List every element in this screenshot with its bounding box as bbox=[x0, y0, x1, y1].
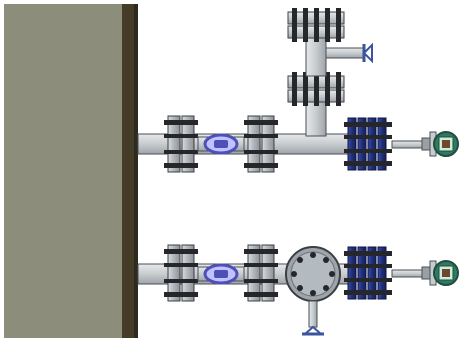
drain-valve bbox=[302, 300, 324, 336]
branch-pipe bbox=[305, 37, 327, 77]
upper-valve-manifold bbox=[344, 117, 392, 171]
branch-flange-pair-lower bbox=[287, 72, 345, 106]
lower-impulse-line bbox=[391, 269, 425, 278]
upper-ball-valve bbox=[197, 133, 245, 155]
upper-impulse-line bbox=[391, 140, 425, 149]
lower-transmitter bbox=[421, 260, 459, 286]
branch-flange-pair-top bbox=[287, 8, 345, 42]
lower-line bbox=[137, 244, 459, 336]
lower-flange-pair-2 bbox=[244, 244, 278, 302]
upper-transmitter bbox=[421, 131, 459, 157]
vessel-wall bbox=[4, 4, 138, 338]
lower-flange-pair-1 bbox=[164, 244, 198, 302]
upper-flange-pair-2 bbox=[244, 115, 278, 173]
lower-valve-manifold bbox=[344, 246, 392, 300]
upper-line bbox=[137, 8, 459, 173]
lower-ball-valve bbox=[197, 263, 245, 285]
lower-blind-flange bbox=[285, 246, 341, 302]
upper-flange-pair-1 bbox=[164, 115, 198, 173]
vent-valve bbox=[325, 42, 373, 64]
